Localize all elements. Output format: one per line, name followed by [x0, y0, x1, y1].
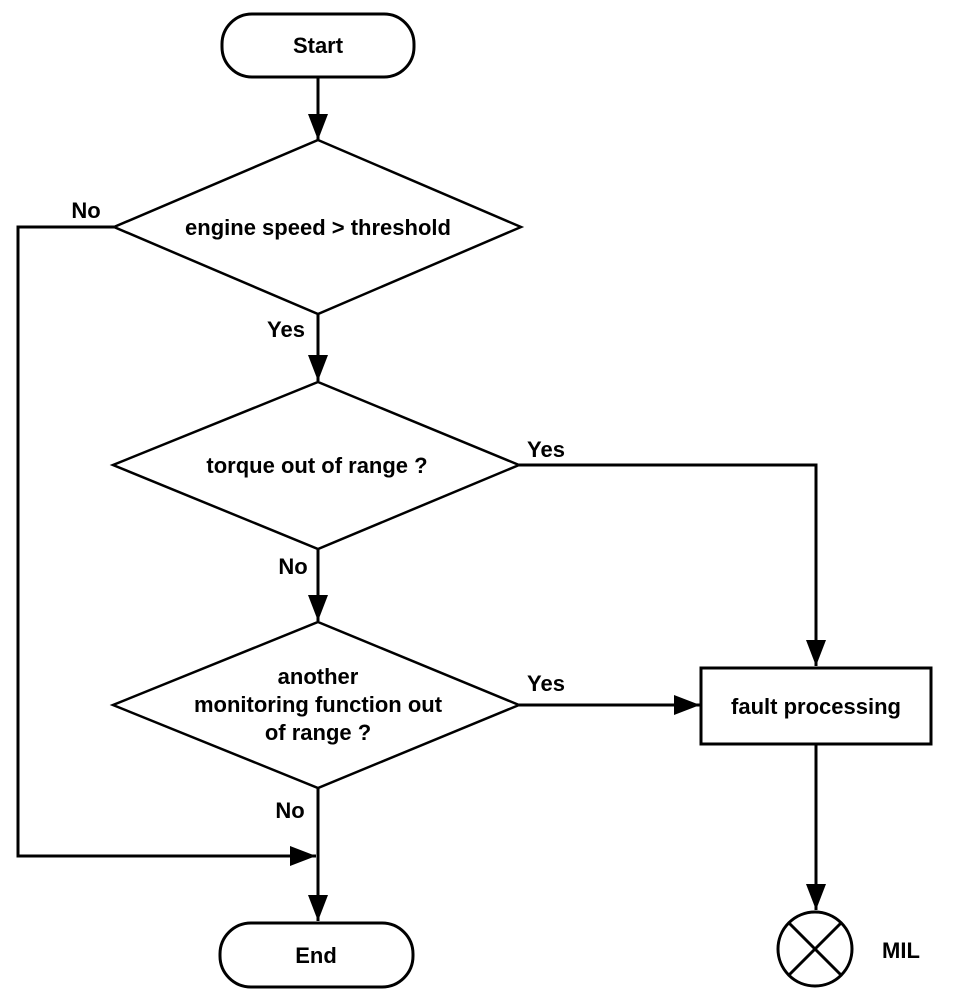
- mil-lamp-icon: [776, 910, 854, 988]
- edge-label-decision1-no: No: [71, 198, 100, 223]
- fault-processing-label: fault processing: [731, 694, 901, 719]
- edge-label-decision3-no: No: [275, 798, 304, 823]
- fault-processing-box: [699, 666, 933, 746]
- edge-label-decision2-yes: Yes: [527, 437, 565, 462]
- decision-engine-speed-label: engine speed > threshold: [185, 215, 451, 240]
- edge-label-decision2-no: No: [278, 554, 307, 579]
- edge-decision1-no-loop: [16, 225, 316, 866]
- decision-torque: [109, 380, 523, 551]
- start-terminator: [220, 12, 416, 79]
- edge-label-decision3-yes: Yes: [527, 671, 565, 696]
- decision-another-label-line3: of range ?: [265, 720, 371, 745]
- mil-label: MIL: [882, 938, 920, 963]
- decision-another-label-line2: monitoring function out: [194, 692, 443, 717]
- edge-label-decision1-yes: Yes: [267, 317, 305, 342]
- edge-decision2-yes-to-fault: [519, 463, 826, 666]
- decision-another-label-line1: another: [278, 664, 359, 689]
- decision-engine-speed: [110, 138, 525, 316]
- end-label: End: [295, 943, 337, 968]
- end-terminator: [218, 921, 415, 989]
- decision-torque-label: torque out of range ?: [206, 453, 427, 478]
- decision-another-monitoring: [109, 620, 523, 790]
- start-label: Start: [293, 33, 344, 58]
